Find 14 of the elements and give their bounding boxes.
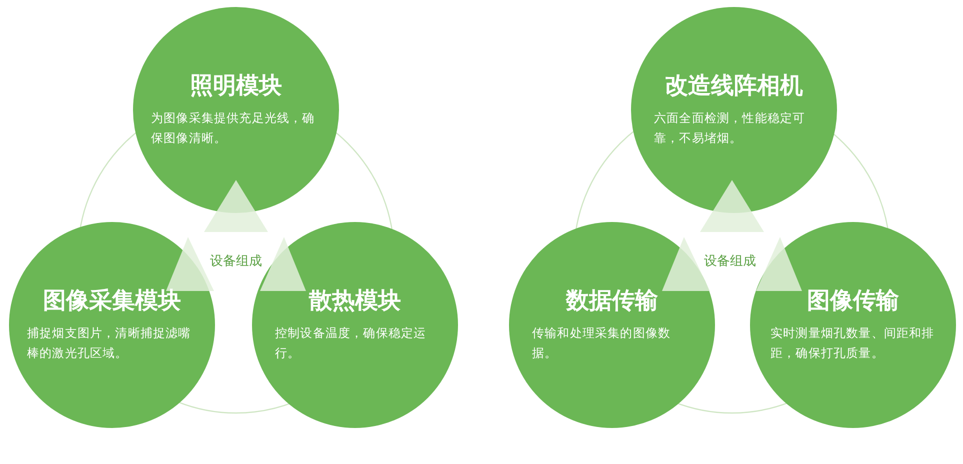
module-title: 照明模块 — [190, 72, 282, 100]
module-title: 改造线阵相机 — [665, 72, 803, 100]
module-description: 控制设备温度，确保稳定运行。 — [275, 325, 428, 362]
module-title: 数据传输 — [566, 286, 658, 316]
module-title: 图像传输 — [807, 286, 899, 316]
center-label: 设备组成 — [690, 252, 770, 272]
module-title: 图像采集模块 — [43, 286, 181, 316]
center-label: 设备组成 — [196, 252, 276, 272]
module-description: 实时测量烟孔数量、间距和排距，确保打孔质量。 — [770, 325, 936, 362]
module-description: 六面全面检测，性能稳定可靠，不易堵烟。 — [654, 110, 806, 148]
module-title: 散热模块 — [309, 286, 401, 316]
module-description: 为图像采集提供充足光线，确保图像清晰。 — [151, 110, 316, 148]
module-description: 捕捉烟支图片，清晰捕捉滤嘴棒的激光孔区域。 — [27, 325, 192, 362]
module-description: 传输和处理采集的图像数据。 — [532, 325, 672, 362]
